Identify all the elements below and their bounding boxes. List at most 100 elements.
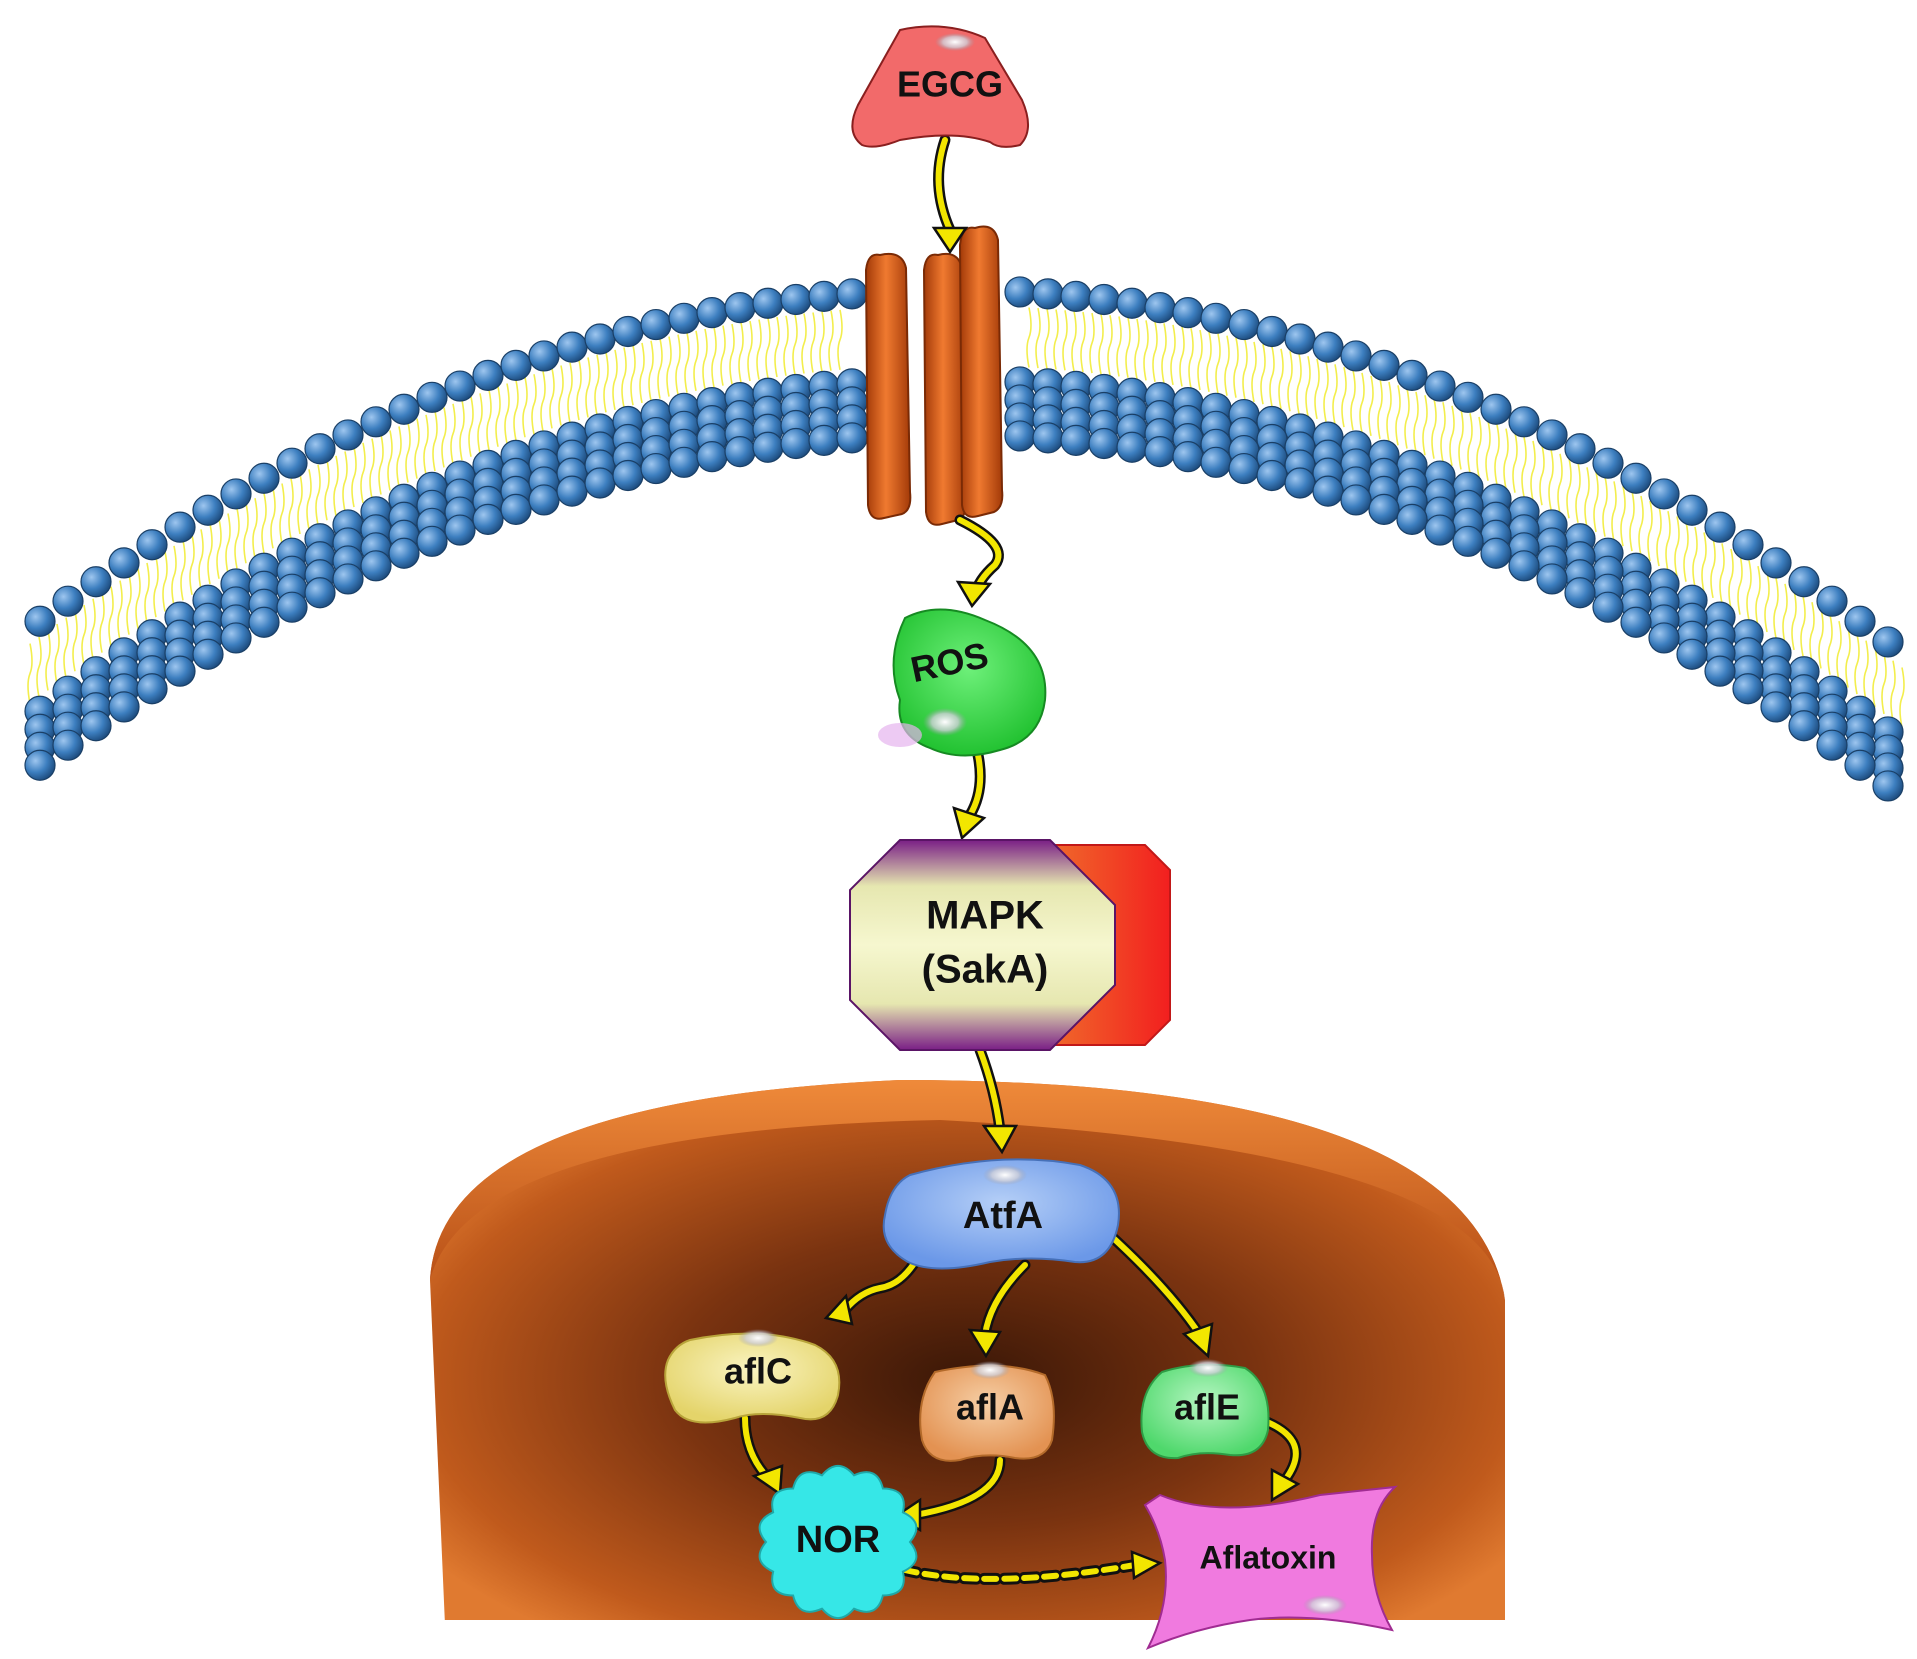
- lipid-head: [388, 393, 420, 425]
- egcg-label: EGCG: [897, 64, 1003, 105]
- lipid-head: [444, 370, 476, 402]
- lipid-head: [1088, 283, 1120, 316]
- lipid-head: [1424, 370, 1456, 402]
- node-ros: ROS: [878, 608, 1047, 757]
- lipid-head: [1760, 547, 1792, 579]
- lipid-head: [1564, 577, 1596, 609]
- lipid-head: [752, 287, 784, 319]
- lipid-head: [1256, 459, 1288, 492]
- lipid-head: [836, 422, 868, 454]
- lipid-head: [1004, 276, 1036, 308]
- lipid-head: [1172, 297, 1204, 329]
- lipid-head: [640, 308, 672, 341]
- lipid-head: [1648, 478, 1680, 510]
- lipid-head: [1620, 606, 1652, 638]
- lipid-head: [1312, 331, 1344, 363]
- lipid-head: [1144, 436, 1176, 468]
- lipid-head: [220, 478, 252, 510]
- lipid-head-row: [24, 420, 1904, 802]
- lipid-head: [696, 297, 728, 329]
- lipid-head: [556, 331, 588, 363]
- lipid-head: [1760, 691, 1792, 723]
- lipid-head: [612, 315, 644, 348]
- lipid-head: [696, 441, 728, 473]
- lipid-head: [164, 511, 196, 543]
- lipid-head: [1396, 503, 1428, 535]
- lipid-head: [416, 525, 448, 557]
- lipid-head: [668, 446, 700, 478]
- lipid-head: [1396, 359, 1428, 391]
- lipid-head: [1312, 475, 1344, 507]
- lipid-head: [136, 529, 168, 561]
- mapk-label-line1: MAPK: [926, 894, 1044, 938]
- lipid-head: [528, 340, 560, 372]
- lipid-head: [1564, 433, 1596, 465]
- lipid-head: [248, 606, 280, 638]
- arrow-atfa-afla: [967, 1259, 1031, 1359]
- membrane-channel: [864, 225, 1004, 526]
- lipid-head: [836, 278, 868, 310]
- lipid-head: [192, 494, 224, 526]
- arrow-nor-aflatoxin: [899, 1550, 1163, 1585]
- lipid-head: [1732, 529, 1764, 561]
- node-afle: aflE: [1140, 1359, 1270, 1460]
- lipid-head: [1060, 280, 1092, 312]
- lipid-head: [1060, 424, 1092, 456]
- lipid-head: [1816, 729, 1848, 761]
- lipid-head: [24, 749, 56, 781]
- lipid-head: [220, 622, 252, 654]
- aflatoxin-label: Aflatoxin: [1200, 1539, 1337, 1575]
- lipid-head: [1116, 431, 1148, 463]
- lipid-head: [780, 427, 812, 460]
- node-afla: aflA: [919, 1361, 1055, 1462]
- lipid-head: [1676, 638, 1708, 670]
- lipid-head: [304, 433, 336, 465]
- lipid-head: [556, 475, 588, 507]
- lipid-head: [80, 710, 112, 742]
- lipid-head-row: [24, 276, 1904, 658]
- lipid-head: [1508, 550, 1540, 582]
- arrow-afle-aflatoxin: [1256, 1414, 1302, 1503]
- lipid-head: [192, 638, 224, 670]
- node-mapk: MAPK (SakA): [849, 839, 1171, 1051]
- lipid-head: [1284, 467, 1316, 499]
- lipid-head: [1816, 585, 1848, 617]
- lipid-head: [1844, 605, 1876, 637]
- lipid-head: [1536, 419, 1568, 451]
- lipid-head: [1088, 427, 1120, 460]
- lipid-head: [500, 349, 532, 381]
- lipid-head: [1452, 525, 1484, 557]
- nor-label: NOR: [796, 1519, 880, 1561]
- lipid-head: [724, 436, 756, 468]
- lipid-head: [1732, 673, 1764, 705]
- lipid-head: [1200, 302, 1232, 334]
- lipid-head: [1508, 406, 1540, 438]
- node-aflc: aflC: [664, 1329, 841, 1424]
- arrow-atfa-afle: [1104, 1229, 1214, 1359]
- lipid-head: [640, 452, 672, 485]
- lipid-head: [1872, 626, 1904, 658]
- lipid-head: [1648, 622, 1680, 654]
- lipid-head: [1284, 323, 1316, 355]
- lipid-head: [1200, 446, 1232, 478]
- arrow-ros-mapk: [952, 749, 987, 841]
- lipid-head: [1480, 393, 1512, 425]
- lipid-tails: [27, 307, 1905, 728]
- lipid-head: [1172, 441, 1204, 473]
- lipid-head: [668, 302, 700, 334]
- lipid-head: [416, 381, 448, 413]
- lipid-head: [1228, 308, 1260, 341]
- node-nor: NOR: [758, 1464, 918, 1620]
- mapk-label-line2: (SakA): [922, 948, 1049, 992]
- lipid-head: [136, 673, 168, 705]
- lipid-head: [1676, 494, 1708, 526]
- lipid-head: [1256, 315, 1288, 348]
- lipid-head: [388, 537, 420, 569]
- arrow-aflc-nor: [739, 1412, 784, 1497]
- lipid-head: [332, 563, 364, 595]
- lipid-head: [1788, 566, 1820, 598]
- lipid-head: [1452, 381, 1484, 413]
- arrow-channel-ros: [954, 514, 1004, 609]
- lipid-head: [612, 459, 644, 492]
